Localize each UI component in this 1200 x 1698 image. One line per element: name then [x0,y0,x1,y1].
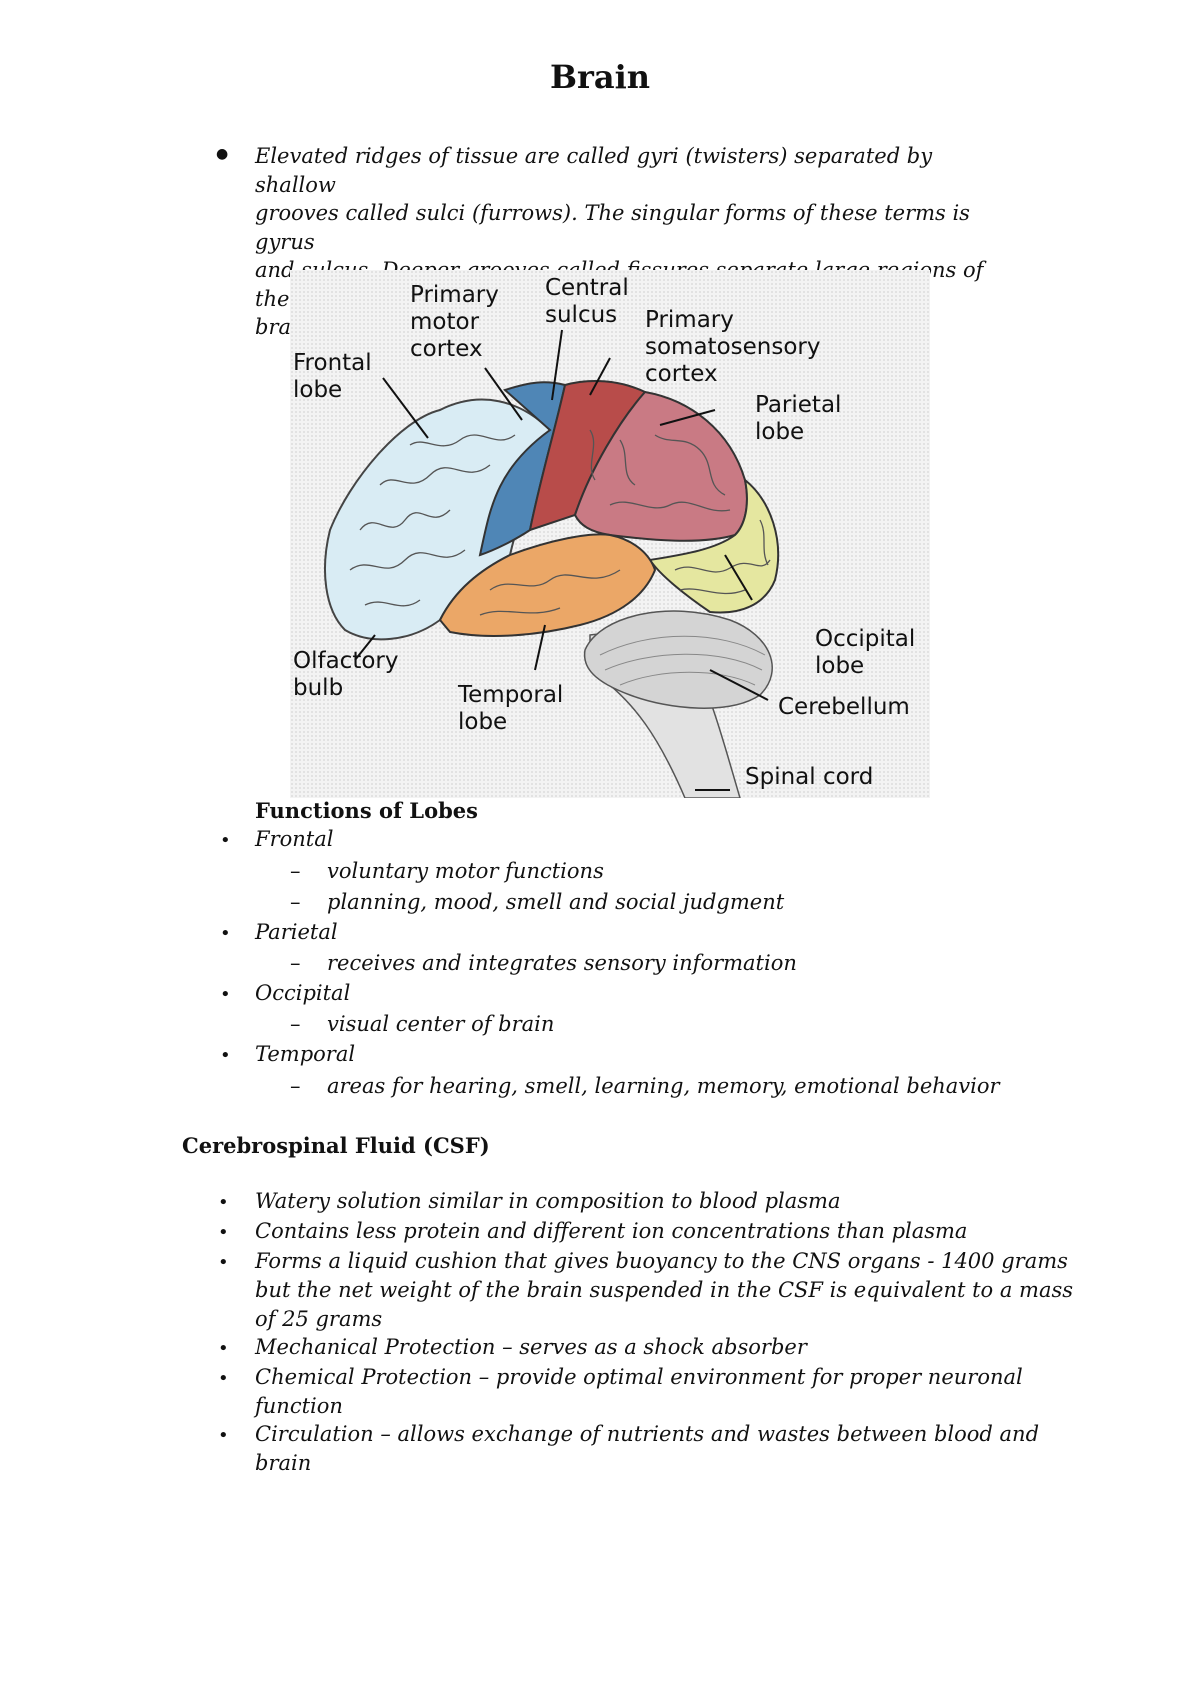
lobe-function: visual center of brain [327,1012,555,1036]
label-temporal-lobe: Temporal lobe [457,682,571,735]
cerebellum-shape [583,610,773,709]
bullet-icon: ● [216,146,229,162]
bullet-icon: • [220,984,231,1005]
label-primary-somatosensory-cortex: Primary somatosensory cortex [645,307,828,387]
bullet-icon: • [218,1425,229,1446]
csf-item: Forms a liquid cushion that gives buoyan… [255,1249,1068,1273]
bullet-icon: • [220,923,231,944]
label-occipital-lobe: Occipital lobe [815,626,923,679]
bullet-icon: • [218,1222,229,1243]
lobe-function: voluntary motor functions [327,859,604,883]
dash-icon: – [290,890,301,914]
intro-line: Elevated ridges of tissue are called gyr… [255,144,933,197]
csf-item: Contains less protein and different ion … [255,1219,968,1243]
csf-item: Circulation – allows exchange of nutrien… [255,1422,1040,1446]
csf-item-continued: but the net weight of the brain suspende… [255,1278,1074,1302]
occipital-lobe-shape [648,477,780,614]
page-title: Brain [549,58,651,96]
lobe-function: planning, mood, smell and social judgmen… [327,890,785,914]
label-olfactory-bulb: Olfactory bulb [293,648,406,701]
dash-icon: – [290,1012,301,1036]
csf-item-continued: function [255,1394,343,1418]
label-parietal-lobe: Parietal lobe [755,392,849,445]
label-primary-motor-cortex: Primary motor cortex [410,282,506,362]
bullet-icon: • [218,1252,229,1273]
brain-diagram: Primary motor cortex Central sulcus Prim… [290,270,930,798]
bullet-icon: • [218,1192,229,1213]
label-frontal-lobe: Frontal lobe [293,350,379,403]
parietal-lobe-shape [573,390,748,542]
bullet-icon: • [218,1338,229,1359]
lobe-name: Occipital [255,981,351,1005]
label-spinal-cord: Spinal cord [745,764,873,790]
csf-item: Watery solution similar in composition t… [255,1189,841,1213]
csf-item: Chemical Protection – provide optimal en… [255,1365,1023,1389]
bullet-icon: • [220,830,231,851]
lobe-function: receives and integrates sensory informat… [327,951,797,975]
csf-item: Mechanical Protection – serves as a shoc… [255,1335,807,1359]
lobe-name: Temporal [255,1042,356,1066]
label-cerebellum: Cerebellum [778,694,910,720]
dash-icon: – [290,951,301,975]
bullet-icon: • [220,1045,231,1066]
bullet-icon: • [218,1368,229,1389]
intro-line: grooves called sulci (furrows). The sing… [255,201,970,254]
label-central-sulcus: Central sulcus [545,275,636,328]
functions-heading: Functions of Lobes [255,798,478,823]
csf-heading: Cerebrospinal Fluid (CSF) [182,1133,490,1158]
lobe-name: Frontal [255,827,334,851]
dash-icon: – [290,859,301,883]
csf-item-continued: of 25 grams [255,1307,383,1331]
csf-item-continued: brain [255,1451,312,1475]
lobe-name: Parietal [255,920,338,944]
brain-illustration: Primary motor cortex Central sulcus Prim… [293,275,923,798]
lobe-function: areas for hearing, smell, learning, memo… [327,1074,1000,1098]
dash-icon: – [290,1074,301,1098]
